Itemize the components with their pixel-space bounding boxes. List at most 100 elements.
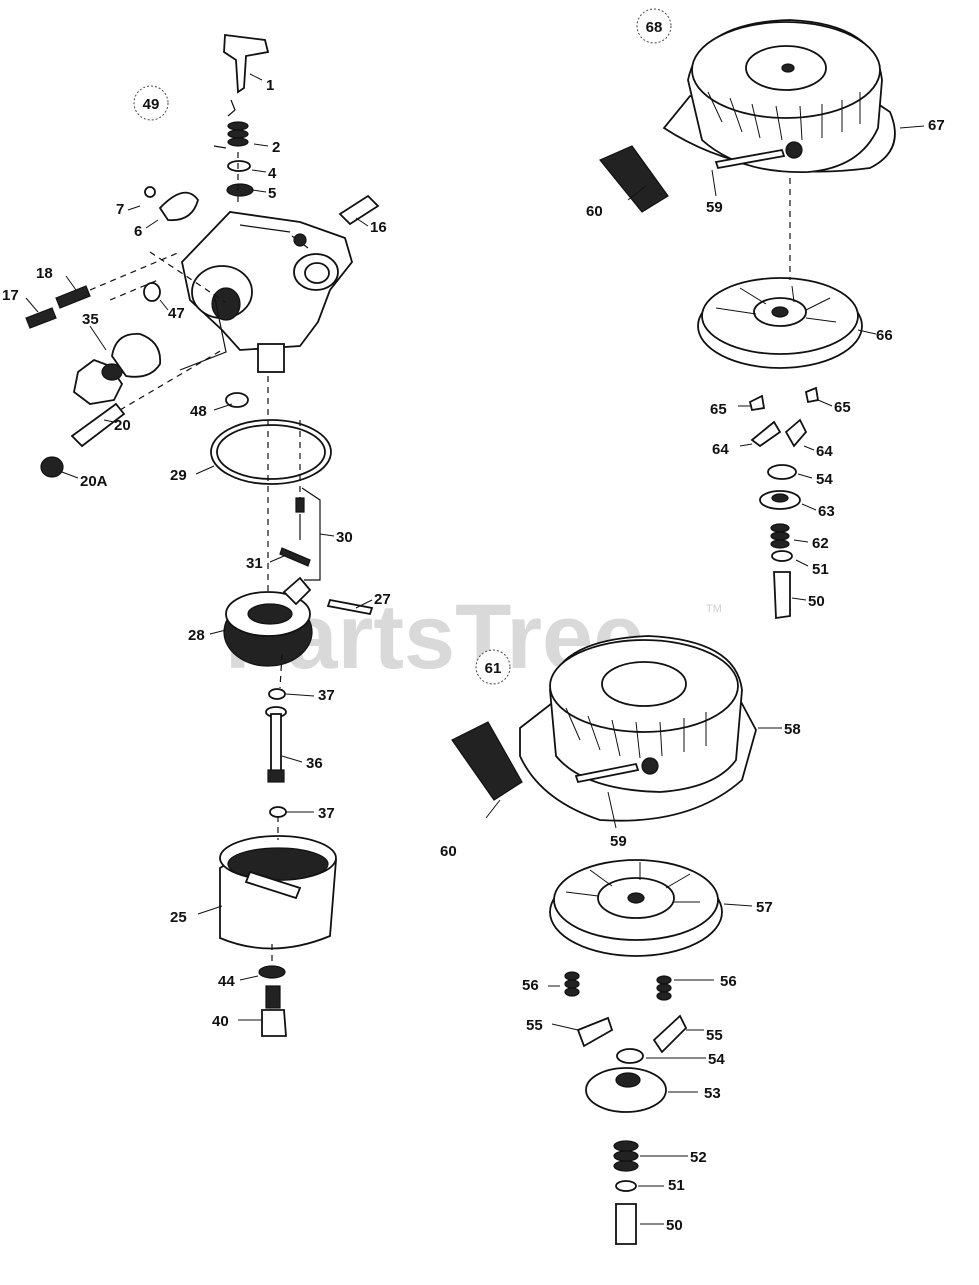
part-label: 56 xyxy=(720,973,737,990)
part-label: 64 xyxy=(816,443,833,460)
part-label: 1 xyxy=(266,77,274,94)
part-56-spring-right xyxy=(656,975,672,1001)
part-60-starter-handle-lower xyxy=(451,721,523,801)
part-label: 7 xyxy=(116,201,124,218)
part-label: 17 xyxy=(2,287,19,304)
part-59-starter-rope xyxy=(714,148,786,170)
part-65-spring-left xyxy=(748,394,766,412)
part-67-starter-housing xyxy=(662,19,896,173)
part-label: 2 xyxy=(272,139,280,156)
part-1-throttle-lever xyxy=(223,33,270,94)
part-label: 5 xyxy=(268,185,276,202)
part-64-pawl-left xyxy=(750,420,782,448)
part-6-throttle-plate xyxy=(158,191,199,222)
part-label: 50 xyxy=(666,1217,683,1234)
part-label: 44 xyxy=(218,973,235,990)
part-16-fuel-fitting xyxy=(338,194,380,226)
part-27-float-pin xyxy=(326,598,374,616)
part-65-spring-right xyxy=(804,386,820,404)
part-5-seal xyxy=(226,183,254,197)
part-label: 36 xyxy=(306,755,323,772)
part-56-spring-left xyxy=(564,971,580,997)
part-label: 20 xyxy=(114,417,131,434)
part-label: 30 xyxy=(336,529,353,546)
part-59-starter-rope-lower xyxy=(574,762,640,784)
part-20-shaft xyxy=(70,402,126,448)
part-label: 56 xyxy=(522,977,539,994)
part-20a-cap xyxy=(40,456,64,478)
part-label: 51 xyxy=(668,1177,685,1194)
part-18-spring xyxy=(55,285,91,309)
part-label: 64 xyxy=(712,441,729,458)
part-44-washer xyxy=(258,965,286,979)
group-label-68: 68 xyxy=(646,19,663,36)
part-7-screw xyxy=(144,186,156,198)
part-50-center-pin-lower xyxy=(615,1203,637,1245)
part-31-pin xyxy=(279,547,311,567)
part-48-gasket xyxy=(225,392,249,408)
group-label-49: 49 xyxy=(143,96,160,113)
part-label: 40 xyxy=(212,1013,229,1030)
part-52-spring xyxy=(613,1140,639,1172)
part-30-needle-kit xyxy=(295,497,305,540)
part-label: 20A xyxy=(80,473,108,490)
part-40-bowl-nut xyxy=(261,985,287,1037)
carburetor-assembly xyxy=(25,33,380,1037)
part-label: 59 xyxy=(706,199,723,216)
part-label: 66 xyxy=(876,327,893,344)
part-62-spring xyxy=(770,523,790,549)
part-label: 53 xyxy=(704,1085,721,1102)
part-label: 27 xyxy=(374,591,391,608)
part-35-primer-bulb xyxy=(73,333,162,405)
part-label: 50 xyxy=(808,593,825,610)
watermark-trademark: TM xyxy=(706,603,722,615)
part-label: 16 xyxy=(370,219,387,236)
part-37-o-ring-bottom xyxy=(269,806,287,818)
part-label: 6 xyxy=(134,223,142,240)
part-55-pawl-right xyxy=(652,1014,688,1054)
group-bubble-61 xyxy=(475,649,511,685)
recoil-starter-68 xyxy=(599,19,896,620)
part-label: 31 xyxy=(246,555,263,572)
part-label: 55 xyxy=(526,1017,543,1034)
carburetor-body xyxy=(181,211,353,373)
part-label: 37 xyxy=(318,687,335,704)
part-label: 54 xyxy=(708,1051,725,1068)
part-label: 62 xyxy=(812,535,829,552)
part-57-pulley xyxy=(549,859,723,957)
part-label: 51 xyxy=(812,561,829,578)
part-label: 29 xyxy=(170,467,187,484)
part-label: 67 xyxy=(928,117,945,134)
part-64-pawl-right xyxy=(784,418,808,448)
recoil-starter-61 xyxy=(451,635,757,1245)
group-label-61: 61 xyxy=(485,660,502,677)
part-label: 65 xyxy=(834,399,851,416)
part-28-float xyxy=(223,576,313,667)
part-label: 59 xyxy=(610,833,627,850)
part-label: 18 xyxy=(36,265,53,282)
part-label: 25 xyxy=(170,909,187,926)
part-label: 28 xyxy=(188,627,205,644)
part-53-retainer xyxy=(585,1067,667,1113)
part-label: 54 xyxy=(816,471,833,488)
part-54-washer xyxy=(767,464,797,480)
part-label: 47 xyxy=(168,305,185,322)
part-51-washer-lower xyxy=(615,1180,637,1192)
part-label: 60 xyxy=(440,843,457,860)
part-17-screw xyxy=(25,307,57,329)
part-label: 35 xyxy=(82,311,99,328)
part-36-main-jet xyxy=(265,706,287,783)
part-50-center-pin xyxy=(773,571,791,620)
group-bubble-49 xyxy=(133,85,169,121)
part-47-plug xyxy=(143,282,161,302)
part-29-o-ring xyxy=(210,419,332,485)
part-58-starter-housing xyxy=(519,635,757,822)
part-labels: 1 2 4 5 16 7 6 18 17 47 35 48 20 29 20A … xyxy=(2,77,945,1234)
part-label: 37 xyxy=(318,805,335,822)
part-25-float-bowl xyxy=(219,835,337,950)
part-2-spring xyxy=(213,121,249,149)
part-37-o-ring-top xyxy=(268,688,286,700)
group-bubble-68 xyxy=(636,8,672,44)
leader-lines xyxy=(25,73,925,1225)
